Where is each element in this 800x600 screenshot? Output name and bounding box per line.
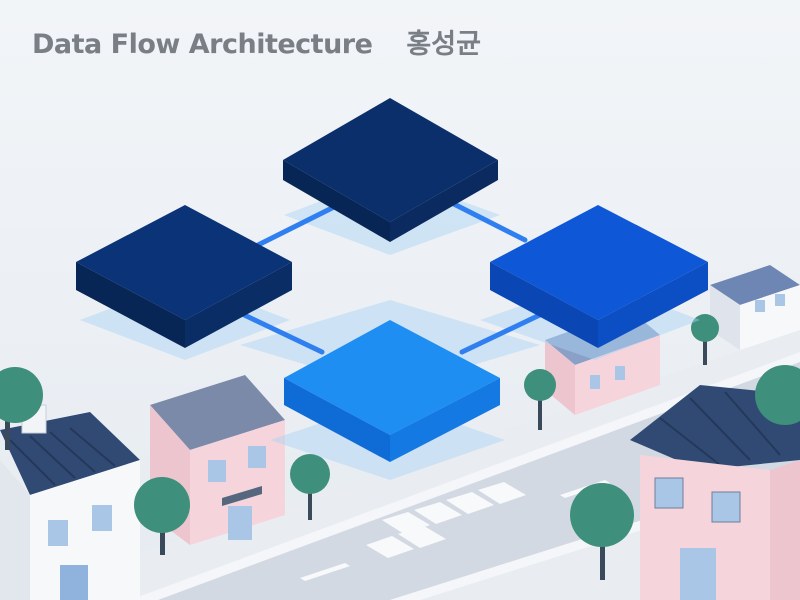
tree-icon	[0, 367, 43, 450]
house-right-front	[630, 385, 800, 600]
header: Data Flow Architecture 홍성균	[32, 22, 481, 61]
crosswalk	[366, 482, 526, 558]
tree-icon	[134, 477, 190, 555]
tree-icon	[524, 369, 556, 430]
connector-top-right	[443, 197, 528, 243]
connector-left-bottom	[235, 309, 325, 355]
diagram-connectors	[235, 197, 549, 355]
tree-icon	[570, 483, 634, 580]
diagram-node-bottom[interactable]	[284, 320, 500, 462]
tree-icon	[290, 454, 330, 520]
connector-bottom-right	[459, 309, 549, 355]
tree-icon	[755, 365, 800, 425]
diagram-node-left[interactable]	[76, 205, 292, 348]
page-title: Data Flow Architecture	[32, 29, 373, 60]
tree-icon	[691, 314, 719, 365]
author-name: 홍성균	[406, 29, 481, 60]
diagram-node-top[interactable]	[283, 98, 498, 242]
diagram-node-right[interactable]	[490, 205, 708, 348]
connector-left-top	[255, 202, 341, 248]
